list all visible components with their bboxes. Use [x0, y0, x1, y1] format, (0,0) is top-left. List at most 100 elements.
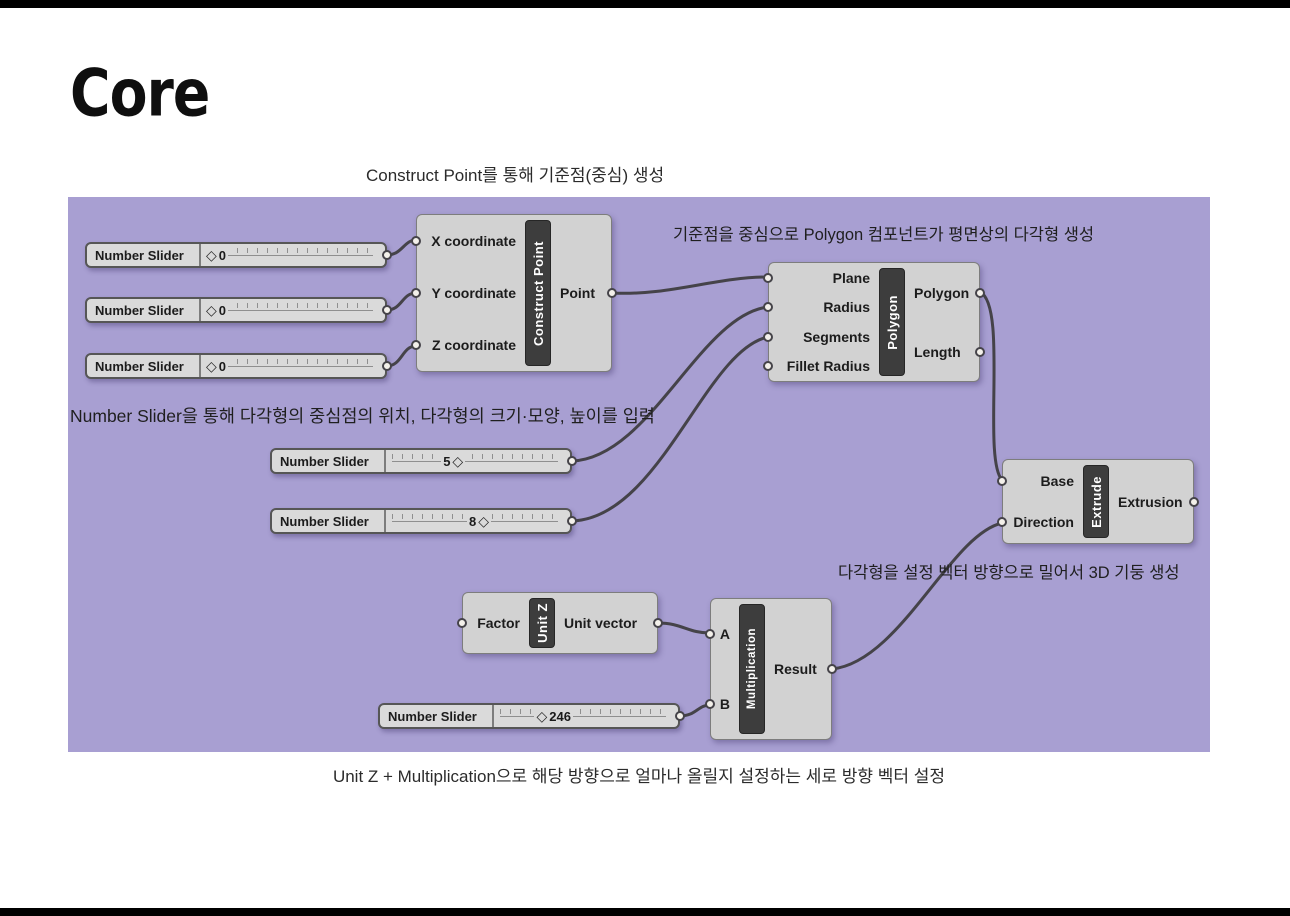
slider-grip-icon: ◇ [478, 513, 489, 529]
input-port[interactable] [997, 517, 1007, 528]
component-name: Extrude [1088, 475, 1104, 528]
input-port[interactable] [705, 699, 715, 709]
output-port[interactable] [567, 516, 577, 526]
multiplication-component[interactable]: A B Multiplication Result [705, 598, 837, 740]
output-port[interactable] [1189, 496, 1199, 507]
number-slider-radius[interactable]: Number Slider ◇ 5 [270, 448, 577, 474]
number-slider-segments[interactable]: Number Slider ◇ 8 [270, 508, 577, 534]
param-label: Radius [823, 299, 870, 316]
output-polygon: Polygon [907, 285, 985, 301]
input-direction: Direction [997, 514, 1081, 531]
annotation-unitz-multiplication: Unit Z + Multiplication으로 해당 방향으로 얼마나 올릴… [332, 767, 946, 786]
unit-z-component[interactable]: Factor Unit Z Unit vector [457, 592, 663, 654]
slider-track[interactable]: ◇ 8 [386, 510, 570, 532]
param-label: Result [774, 661, 817, 677]
input-port[interactable] [457, 618, 467, 628]
slider-ticks [207, 299, 373, 321]
component-name-bar[interactable]: Extrude [1083, 465, 1109, 538]
input-port[interactable] [705, 629, 715, 639]
input-port[interactable] [763, 272, 773, 283]
slider-value: 8 [468, 513, 477, 529]
slider-grip-icon: ◇ [536, 708, 548, 724]
number-slider-y[interactable]: Number Slider ◇ 0 [85, 297, 392, 323]
number-slider-height[interactable]: Number Slider ◇ 246 [378, 703, 685, 729]
slider-track[interactable]: ◇ 246 [494, 705, 678, 727]
top-edge-bar [0, 0, 1290, 8]
input-y-coordinate: Y coordinate [411, 285, 523, 301]
slider-track[interactable]: ◇ 0 [201, 355, 385, 377]
component-name: Polygon [884, 294, 900, 350]
annotation-polygon: 기준점을 중심으로 Polygon 컴포넌트가 평면상의 다각형 생성 [673, 226, 1095, 244]
output-port[interactable] [827, 664, 837, 674]
input-port[interactable] [411, 236, 421, 246]
param-label: Point [560, 285, 595, 301]
component-name-bar[interactable]: Polygon [879, 268, 905, 376]
input-x-coordinate: X coordinate [411, 233, 523, 249]
slider-track[interactable]: ◇ 0 [201, 299, 385, 321]
annotation-extrude: 다각형을 설정 벡터 방향으로 밀어서 3D 기둥 생성 [838, 564, 1180, 582]
output-port[interactable] [975, 346, 985, 357]
slider-grip[interactable]: ◇ 0 [204, 247, 229, 263]
slider-track[interactable]: ◇ 5 [386, 450, 570, 472]
input-port[interactable] [763, 302, 773, 313]
output-point: Point [553, 285, 617, 301]
param-label: Plane [832, 269, 870, 286]
param-label: X coordinate [431, 233, 516, 249]
output-port[interactable] [382, 361, 392, 371]
output-port[interactable] [975, 287, 985, 298]
input-port[interactable] [763, 361, 773, 372]
slider-ticks [207, 355, 373, 377]
param-label: A [719, 626, 730, 642]
component-name-bar[interactable]: Unit Z [529, 598, 555, 648]
input-port[interactable] [411, 288, 421, 298]
wire [610, 275, 770, 295]
slider-grip[interactable]: ◇ 8 [466, 513, 491, 529]
slider-ticks [500, 705, 666, 727]
extrude-component[interactable]: Base Direction Extrude Extrusion [997, 459, 1199, 544]
component-name-bar[interactable]: Multiplication [739, 604, 765, 734]
wire [978, 290, 1004, 482]
slider-grip[interactable]: ◇ 5 [441, 453, 466, 469]
slider-ticks [207, 244, 373, 266]
polygon-component[interactable]: Plane Radius Segments Fillet Radius Poly… [763, 262, 985, 382]
slider-grip-icon: ◇ [452, 453, 464, 469]
annotation-construct-point: Construct Point를 통해 기준점(중심) 생성 [366, 166, 665, 185]
output-port[interactable] [382, 305, 392, 315]
input-b: B [705, 696, 737, 712]
input-z-coordinate: Z coordinate [411, 337, 523, 353]
slider-grip-icon: ◇ [206, 302, 217, 318]
grasshopper-canvas[interactable]: Number Slider ◇ 0 Number Slider ◇ 0 [68, 197, 1210, 752]
slider-track[interactable]: ◇ 0 [201, 244, 385, 266]
slider-ticks [392, 450, 558, 472]
input-a: A [705, 626, 737, 642]
slider-value: 0 [218, 302, 227, 318]
output-port[interactable] [382, 250, 392, 260]
param-label: B [719, 696, 730, 712]
component-name-bar[interactable]: Construct Point [525, 220, 551, 366]
slider-name: Number Slider [87, 244, 201, 266]
number-slider-z[interactable]: Number Slider ◇ 0 [85, 353, 392, 379]
slider-name: Number Slider [87, 299, 201, 321]
param-label: Fillet Radius [786, 358, 870, 375]
slider-name: Number Slider [272, 510, 386, 532]
output-result: Result [767, 661, 837, 677]
slider-grip[interactable]: ◇ 0 [204, 358, 229, 374]
param-label: Direction [1013, 514, 1074, 531]
output-port[interactable] [607, 288, 617, 298]
input-plane: Plane [763, 269, 877, 286]
output-port[interactable] [653, 618, 663, 628]
input-port[interactable] [763, 331, 773, 342]
input-port[interactable] [997, 475, 1007, 486]
input-port[interactable] [411, 340, 421, 350]
slider-value: 5 [443, 453, 451, 469]
construct-point-component[interactable]: X coordinate Y coordinate Z coordinate C… [411, 214, 617, 372]
slider-value: 0 [218, 247, 227, 263]
output-port[interactable] [567, 456, 577, 466]
slider-grip[interactable]: ◇ 0 [204, 302, 229, 318]
slider-grip[interactable]: ◇ 246 [534, 708, 573, 724]
output-port[interactable] [675, 711, 685, 721]
number-slider-x[interactable]: Number Slider ◇ 0 [85, 242, 392, 268]
slider-name: Number Slider [380, 705, 494, 727]
slider-grip-icon: ◇ [206, 358, 217, 374]
param-label: Factor [477, 615, 520, 631]
